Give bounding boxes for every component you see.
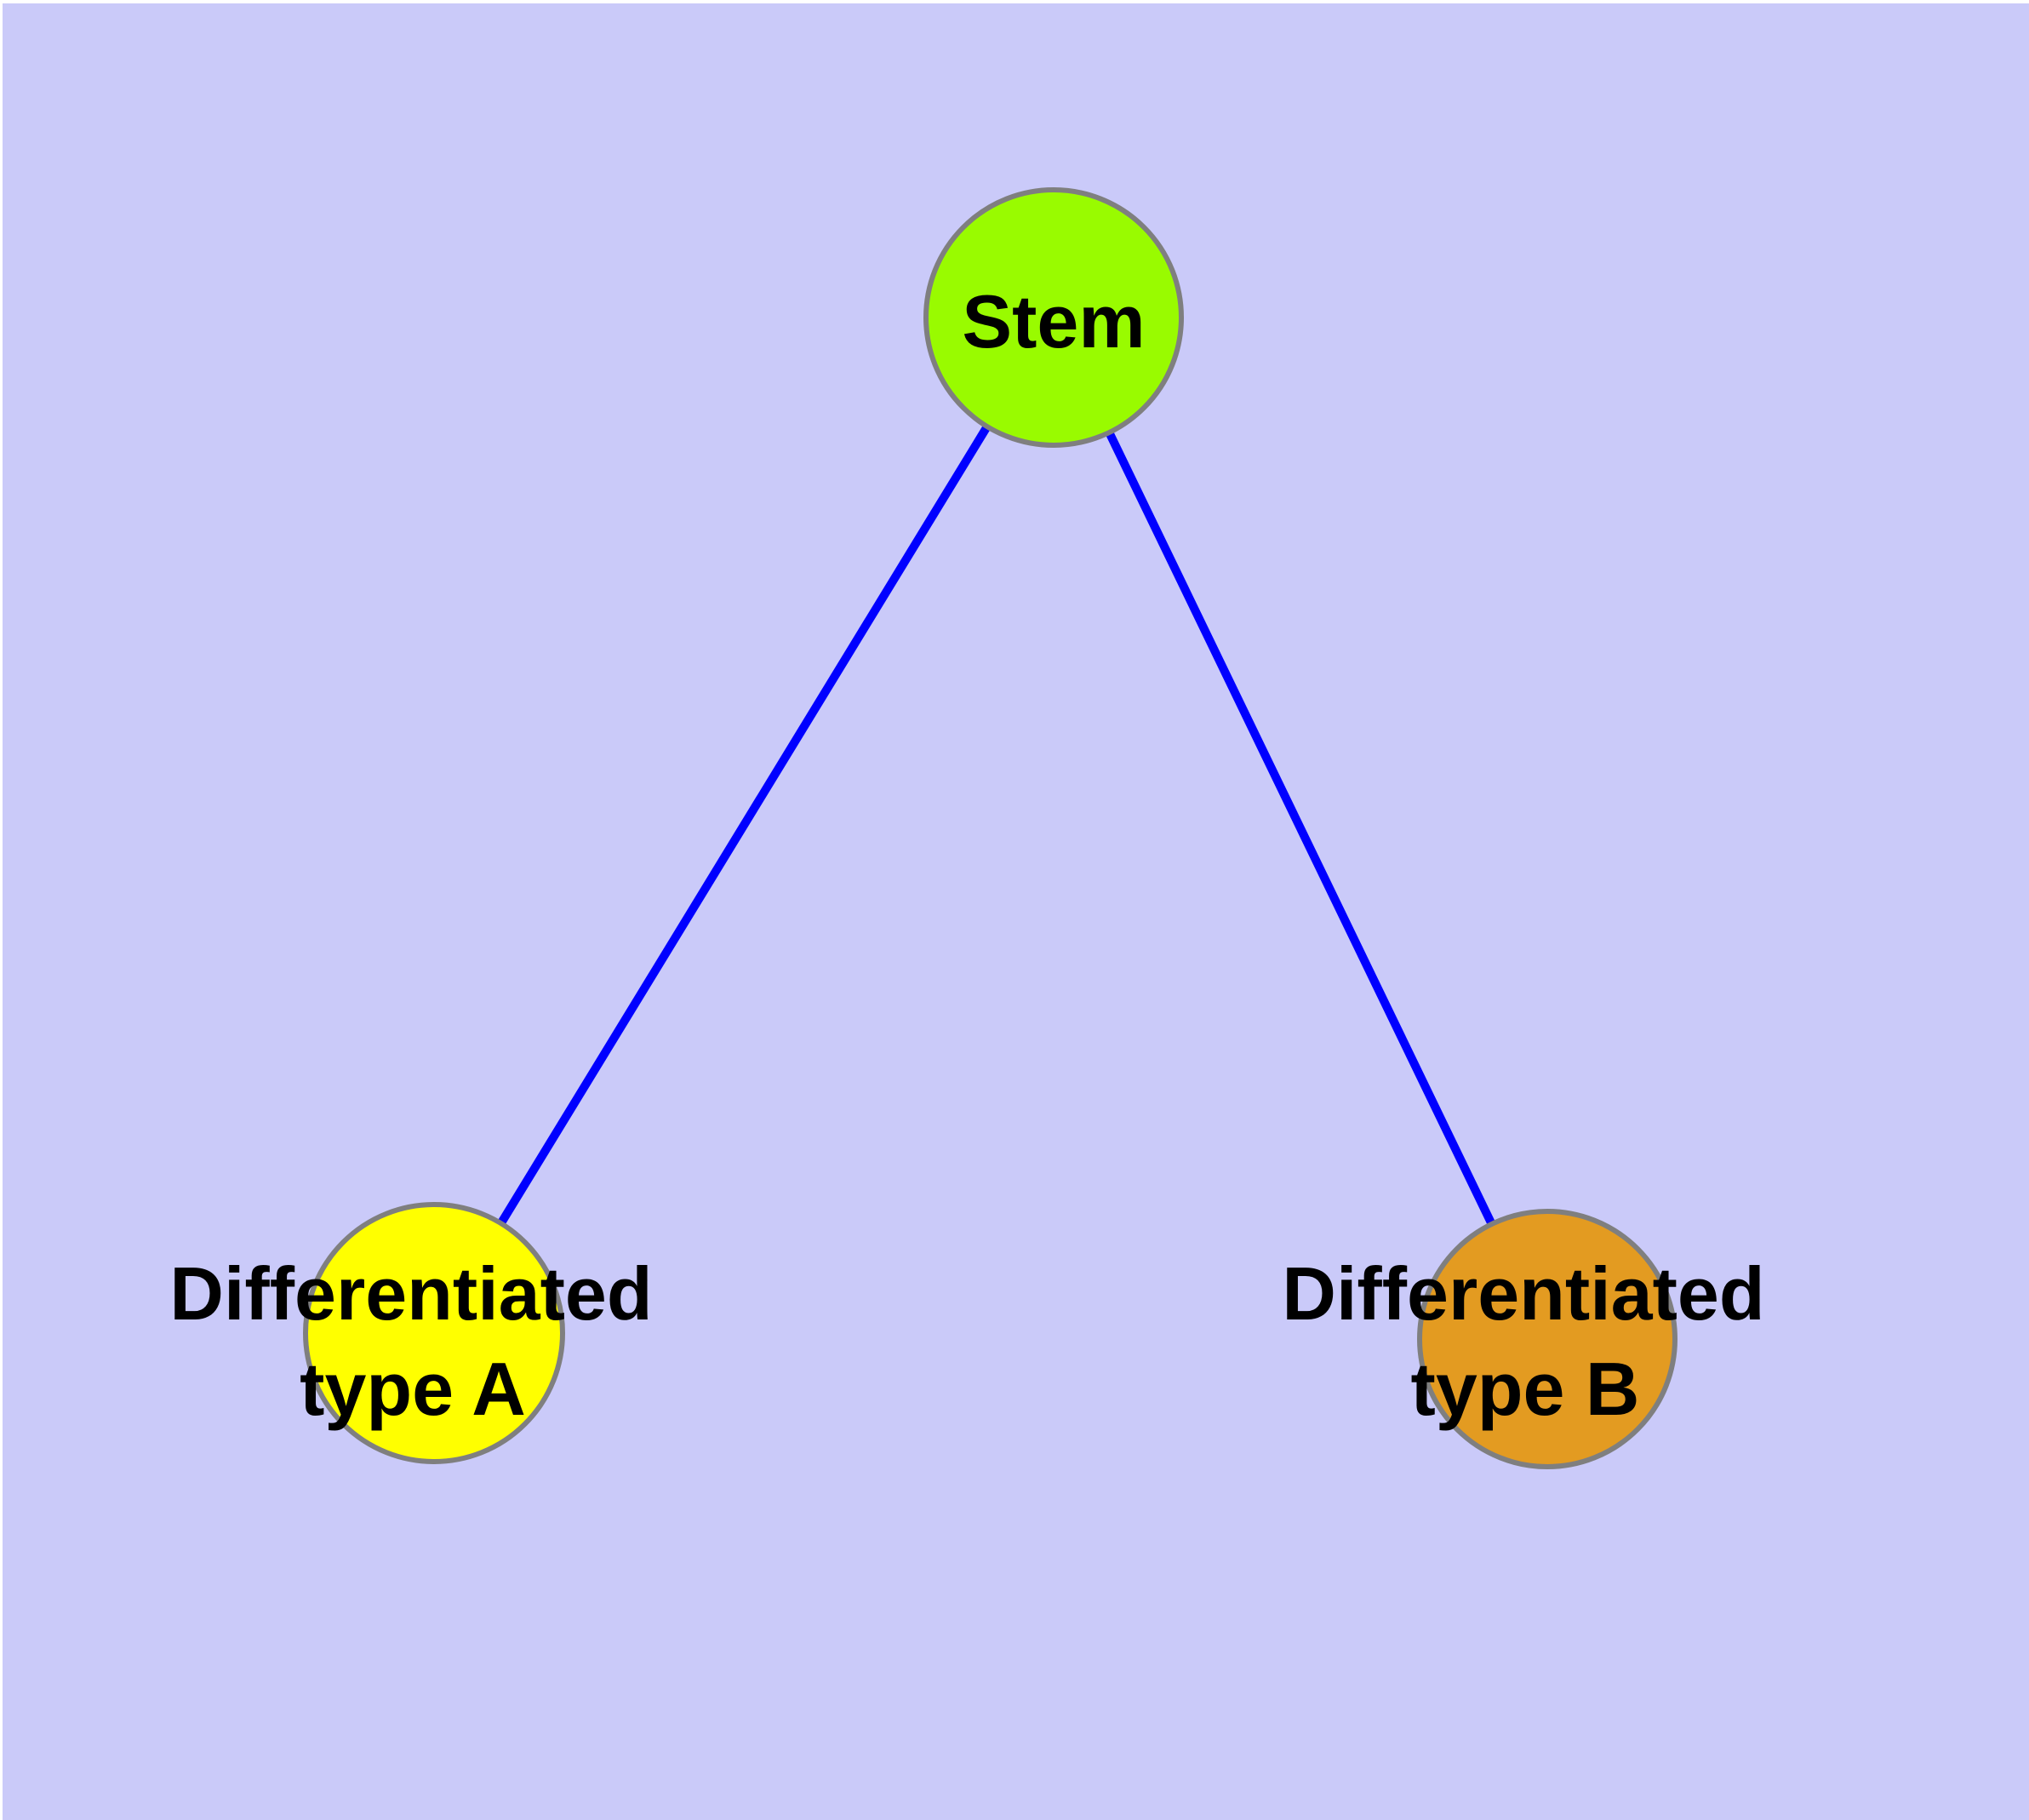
stem-node-label: Stem (962, 279, 1145, 363)
type-b-label-line2: type B (1411, 1347, 1640, 1431)
stem-node (923, 187, 1184, 448)
edge-stem-to-type-a (430, 315, 1058, 1336)
type-b-node (1417, 1209, 1677, 1469)
type-a-node (303, 1202, 565, 1464)
type-a-node-label: Differentiated type A (169, 1251, 655, 1431)
type-a-label-line2: type A (300, 1347, 526, 1431)
edge-stem-to-type-b (1049, 315, 1552, 1342)
type-b-node-label: Differentiated type B (1282, 1251, 1768, 1431)
type-a-label-line1: Differentiated (169, 1251, 652, 1336)
type-b-label-line1: Differentiated (1282, 1251, 1764, 1336)
